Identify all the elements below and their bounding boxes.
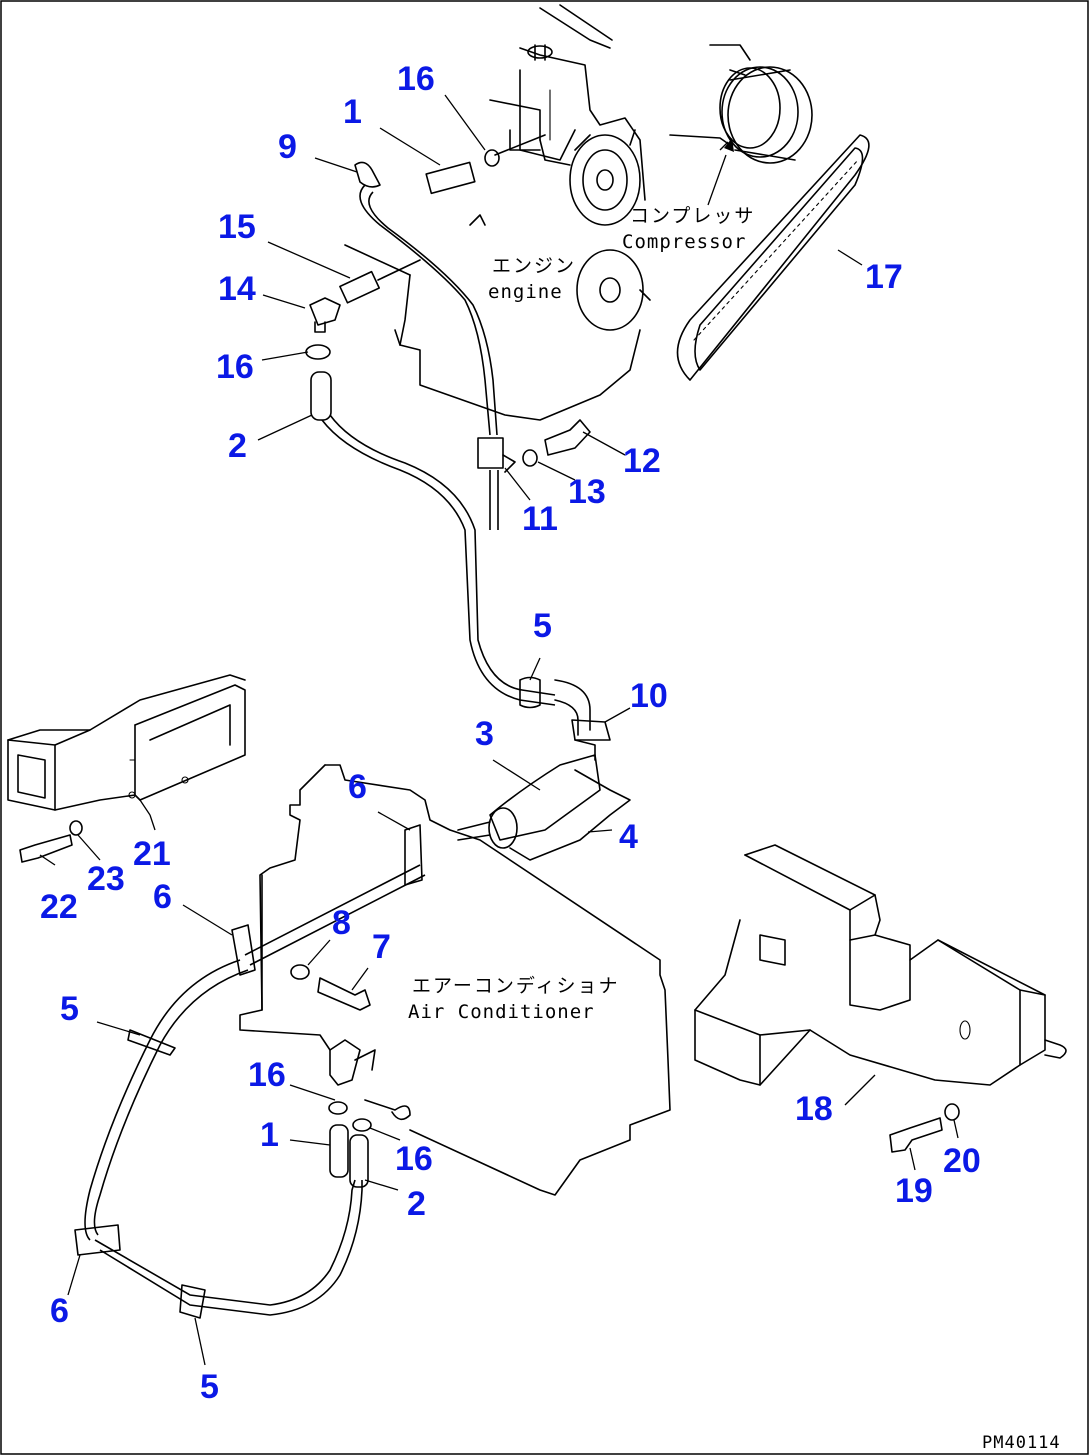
- o-ring-16d: [352, 1118, 372, 1132]
- aircon-pipes: [74, 824, 426, 1319]
- washer-20: [944, 1103, 960, 1121]
- callout-6-upper: 6: [348, 768, 367, 806]
- callout-21: 21: [133, 835, 171, 873]
- upper-fittings: [305, 134, 591, 473]
- clamp-5-lower: [179, 1284, 206, 1319]
- clamp-6-upper: [404, 824, 423, 886]
- fitting-15: [339, 270, 381, 304]
- bolt-19: [889, 1117, 943, 1153]
- bolt-12: [544, 419, 591, 456]
- callout-14: 14: [218, 270, 256, 308]
- callout-10: 10: [630, 677, 668, 715]
- callout-6-lower: 6: [50, 1292, 69, 1330]
- callout-5-left: 5: [60, 990, 79, 1028]
- callout-15: 15: [218, 208, 256, 246]
- upper-hose-route: [321, 184, 556, 706]
- callouts: 1 16 9 15 14 16 2 12 13 11 17 5 10 3 4 6…: [40, 60, 981, 1406]
- engine-idler-pulley: [576, 249, 644, 331]
- hose-end-1-lower: [329, 1124, 349, 1178]
- callout-22: 22: [40, 888, 78, 926]
- callout-4: 4: [619, 818, 638, 856]
- engine-outline: [344, 4, 651, 421]
- callout-11: 11: [522, 500, 558, 538]
- clamp-6-mid: [231, 924, 256, 976]
- bolt-22: [19, 834, 73, 863]
- air-conditioner-unit: [239, 764, 671, 1196]
- leader-lines: [39, 94, 959, 1366]
- compressor-label-en: Compressor: [622, 231, 746, 253]
- elbow-14: [309, 297, 341, 326]
- aircon-label-en: Air Conditioner: [408, 1001, 595, 1023]
- callout-16-upper: 16: [397, 60, 435, 98]
- drawing-code: PM40114: [982, 1433, 1061, 1453]
- clamp-9: [354, 161, 381, 188]
- clamp-10: [571, 719, 611, 741]
- callout-2-upper: 2: [228, 427, 247, 465]
- callout-18: 18: [795, 1090, 833, 1128]
- callout-16-lower: 16: [248, 1056, 286, 1094]
- callout-2-lower: 2: [407, 1185, 426, 1223]
- duct-18: [694, 844, 1067, 1086]
- compressor: [669, 44, 813, 164]
- receiver-drier: [457, 676, 631, 861]
- callout-23: 23: [87, 860, 125, 898]
- v-belt-17: [676, 134, 870, 381]
- engine-pulley: [569, 134, 641, 226]
- compressor-label-jp: コンプレッサ: [630, 205, 755, 227]
- clamp-11: [477, 437, 504, 469]
- callout-19: 19: [895, 1172, 933, 1210]
- callout-6-mid: 6: [153, 878, 172, 916]
- callout-7: 7: [372, 928, 391, 966]
- callout-5-upper: 5: [533, 607, 552, 645]
- callout-20: 20: [943, 1142, 981, 1180]
- o-ring-16b: [305, 344, 331, 360]
- callout-8: 8: [332, 904, 351, 942]
- callout-16-lower-right: 16: [395, 1140, 433, 1178]
- clamp-5-left: [127, 1029, 176, 1056]
- callout-3: 3: [475, 715, 494, 753]
- duct-21: [7, 674, 246, 811]
- callout-16-left: 16: [216, 348, 254, 386]
- callout-1-lower: 1: [260, 1116, 279, 1154]
- o-ring-16c: [328, 1101, 348, 1115]
- washer-13: [522, 449, 538, 467]
- callout-17: 17: [865, 258, 903, 296]
- duct-18-hardware: [889, 1103, 960, 1153]
- duct-21-hardware: [19, 820, 83, 863]
- washer-8: [290, 964, 310, 980]
- clamp-5-upper: [519, 676, 541, 709]
- callout-9: 9: [278, 128, 297, 166]
- callout-1-upper: 1: [343, 93, 362, 131]
- bolt-7: [317, 977, 371, 1011]
- engine-label-en: engine: [488, 281, 563, 303]
- callout-5-lower: 5: [200, 1368, 219, 1406]
- callout-13: 13: [568, 473, 606, 511]
- hose-end-2-lower: [349, 1134, 369, 1188]
- hose-end-2: [310, 371, 332, 421]
- component-labels: コンプレッサ Compressor エンジン engine エアーコンディショナ…: [408, 205, 755, 1023]
- compressor-arrow: [719, 141, 729, 151]
- callout-12: 12: [623, 442, 661, 480]
- clamp-6-lower: [74, 1224, 121, 1256]
- engine-label-jp: エンジン: [492, 255, 576, 277]
- washer-23: [69, 820, 83, 836]
- hose-end-1: [425, 161, 476, 195]
- aircon-label-jp: エアーコンディショナ: [412, 975, 620, 997]
- o-ring-16a: [484, 149, 500, 167]
